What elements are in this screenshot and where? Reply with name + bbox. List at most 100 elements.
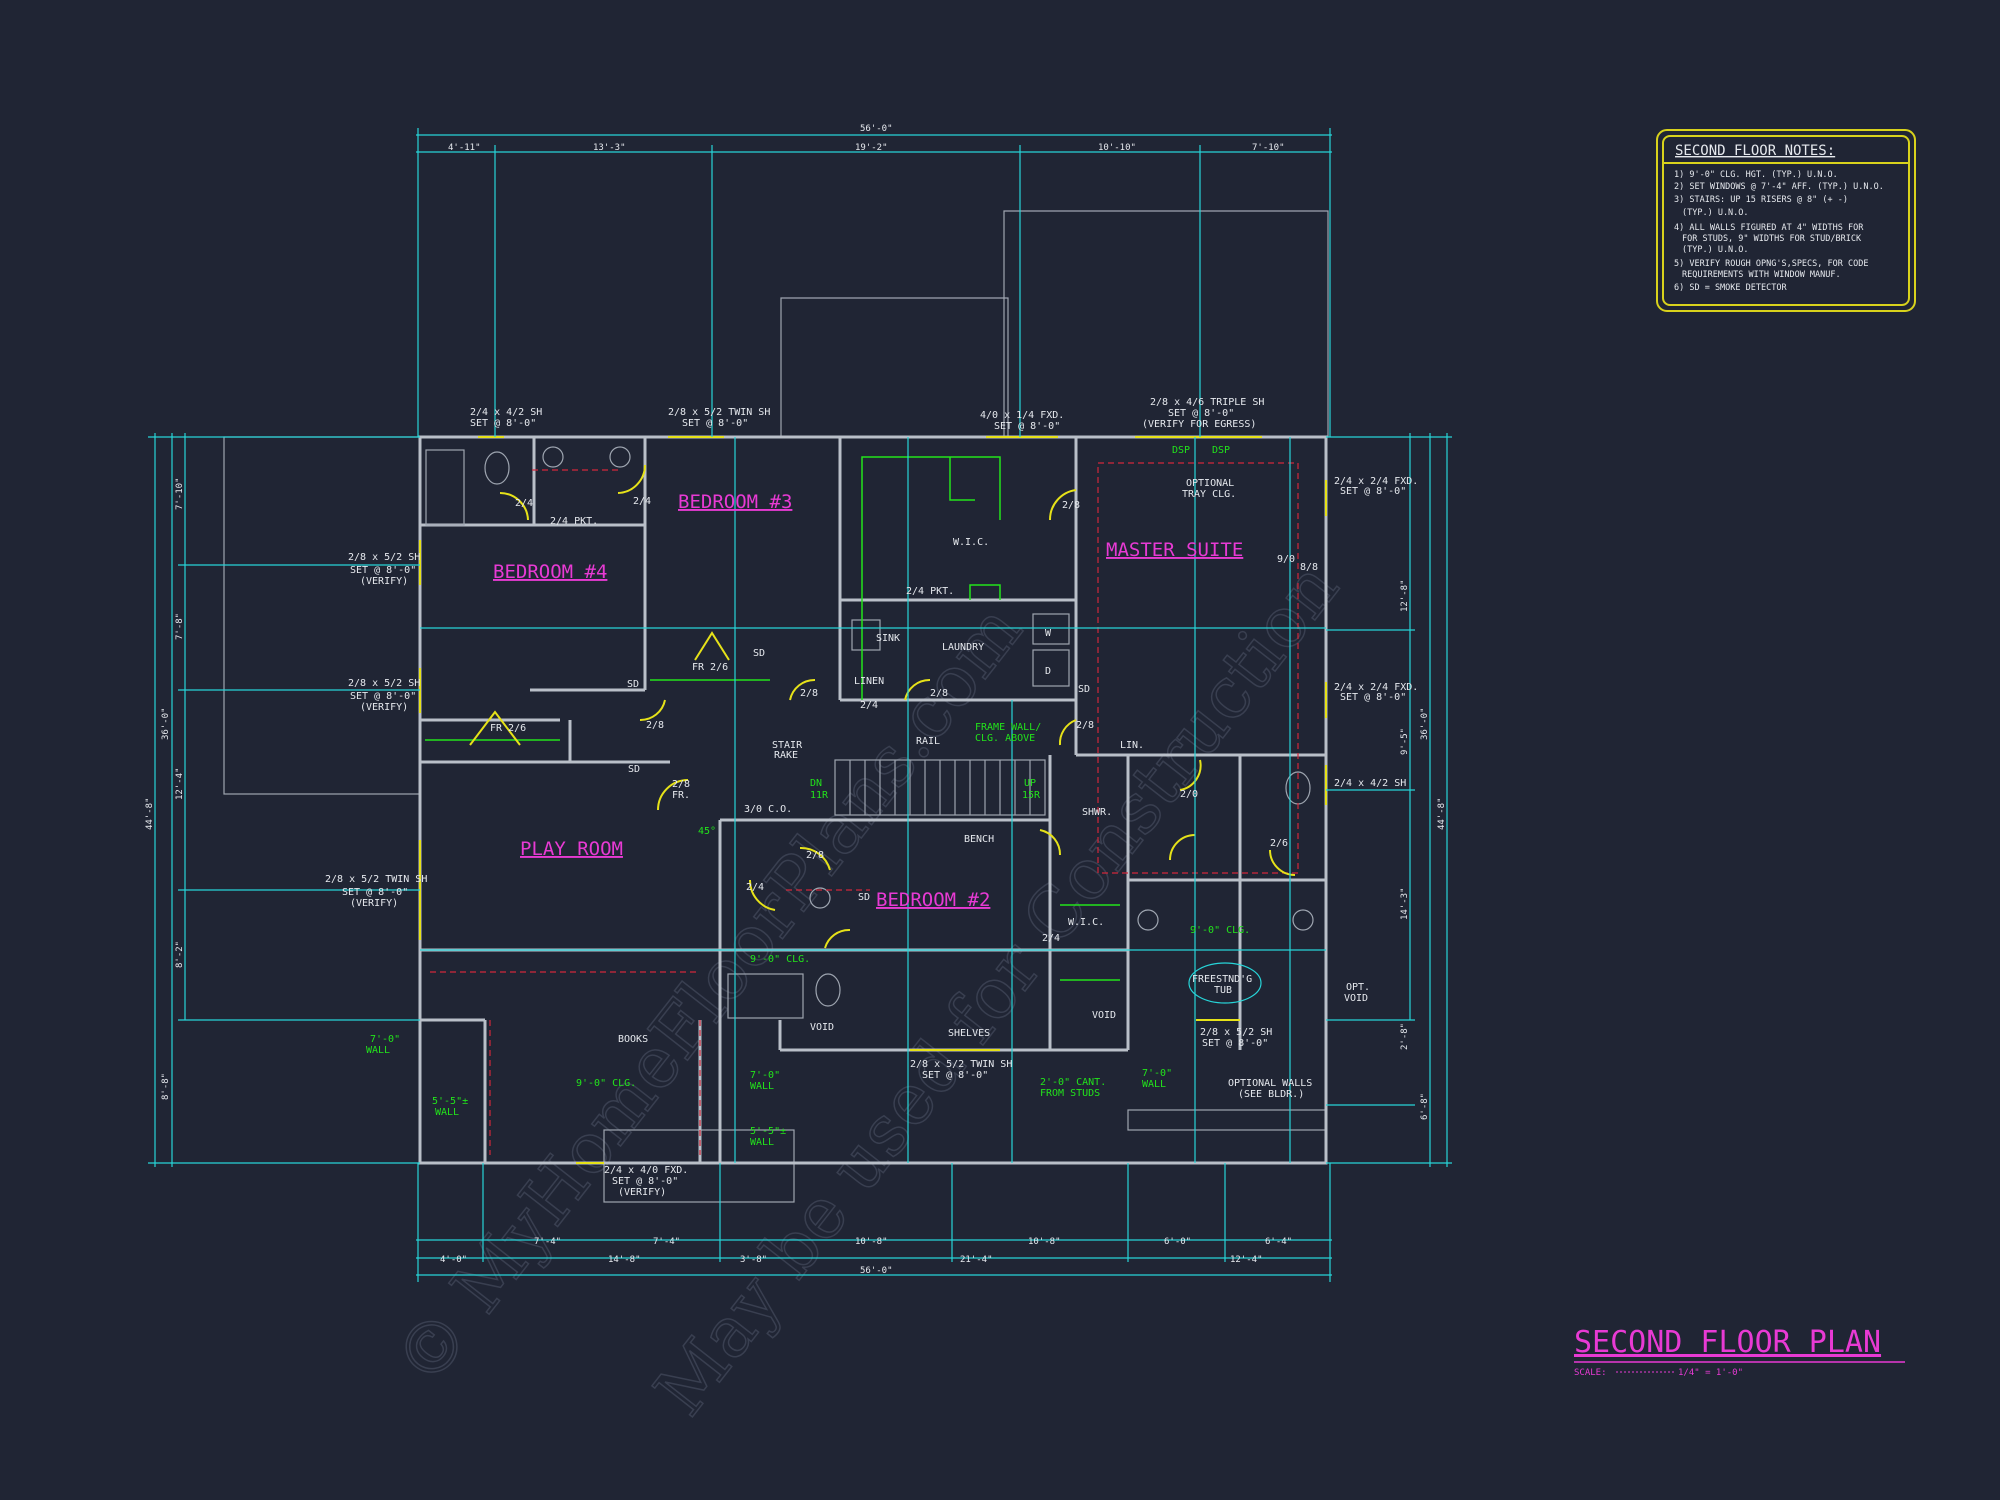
svg-text:6'-0": 6'-0"	[1164, 1237, 1191, 1247]
svg-text:9'-5": 9'-5"	[1400, 728, 1410, 755]
svg-text:(VERIFY): (VERIFY)	[618, 1187, 666, 1198]
drawing-title: SECOND FLOOR PLAN SCALE: 1/4" = 1'-0"	[1574, 1325, 1905, 1378]
svg-text:DSP: DSP	[1212, 445, 1230, 456]
svg-text:SHWR.: SHWR.	[1082, 807, 1112, 818]
svg-text:14'-8": 14'-8"	[608, 1255, 641, 1265]
svg-text:LAUNDRY: LAUNDRY	[942, 642, 984, 653]
svg-text:12'-8": 12'-8"	[1400, 579, 1410, 612]
svg-text:TRAY CLG.: TRAY CLG.	[1182, 489, 1236, 500]
svg-text:9'-0" CLG.: 9'-0" CLG.	[1190, 925, 1250, 936]
svg-text:6'-4": 6'-4"	[1265, 1237, 1292, 1247]
svg-text:9'-0" CLG.: 9'-0" CLG.	[750, 954, 810, 965]
notes-item: (TYP.) U.N.O.	[1682, 208, 1749, 218]
svg-text:4'-0": 4'-0"	[440, 1255, 467, 1265]
svg-text:7'-10": 7'-10"	[175, 477, 185, 510]
dimension-text: 56'-0" 4'-11" 13'-3" 19'-2" 10'-10" 7'-1…	[145, 124, 1447, 1276]
svg-text:RAIL: RAIL	[916, 736, 940, 747]
svg-text:BENCH: BENCH	[964, 834, 994, 845]
svg-text:4'-11": 4'-11"	[448, 143, 481, 153]
svg-text:FR.: FR.	[672, 790, 690, 801]
svg-text:45°: 45°	[698, 826, 716, 837]
svg-text:2/8 x 5/2 SH: 2/8 x 5/2 SH	[348, 678, 420, 689]
svg-text:2/8: 2/8	[806, 850, 824, 861]
svg-text:7'-4": 7'-4"	[653, 1237, 680, 1247]
svg-text:3/0 C.O.: 3/0 C.O.	[744, 804, 792, 815]
notes-item: 3) STAIRS: UP 15 RISERS @ 8" (+ -)	[1674, 195, 1848, 205]
room-bedroom3: BEDROOM #3	[678, 491, 792, 513]
svg-text:(SEE BLDR.): (SEE BLDR.)	[1238, 1089, 1304, 1100]
svg-text:(VERIFY): (VERIFY)	[360, 702, 408, 713]
svg-text:7'-8": 7'-8"	[175, 613, 185, 640]
staircase	[834, 759, 1046, 816]
svg-text:10'-10": 10'-10"	[1098, 143, 1136, 153]
svg-text:SD: SD	[627, 679, 639, 690]
svg-text:SINK: SINK	[876, 633, 900, 644]
svg-text:WALL: WALL	[1142, 1079, 1166, 1090]
svg-text:56'-0": 56'-0"	[860, 1266, 893, 1276]
svg-text:2/4: 2/4	[860, 700, 878, 711]
svg-text:FRAME WALL/: FRAME WALL/	[975, 722, 1041, 733]
svg-text:SD: SD	[1078, 684, 1090, 695]
room-playroom: PLAY ROOM	[520, 838, 623, 860]
svg-text:(VERIFY): (VERIFY)	[360, 576, 408, 587]
svg-text:5'-5"±: 5'-5"±	[432, 1096, 468, 1107]
svg-text:WALL: WALL	[435, 1107, 459, 1118]
svg-text:2'-0" CANT.: 2'-0" CANT.	[1040, 1077, 1106, 1088]
svg-text:BOOKS: BOOKS	[618, 1034, 648, 1045]
notes-item: 4) ALL WALLS FIGURED AT 4" WIDTHS FOR	[1674, 223, 1864, 233]
notes-item: REQUIREMENTS WITH WINDOW MANUF.	[1682, 270, 1841, 280]
scale-label: SCALE:	[1574, 1368, 1607, 1378]
svg-text:2/8: 2/8	[1076, 720, 1094, 731]
svg-text:2/0: 2/0	[1180, 789, 1198, 800]
svg-text:CLG. ABOVE: CLG. ABOVE	[975, 733, 1035, 744]
svg-text:2/4 x 2/4 FXD.: 2/4 x 2/4 FXD.	[1334, 682, 1418, 693]
fixtures	[425, 446, 1314, 1019]
svg-text:2'-8": 2'-8"	[1400, 1023, 1410, 1050]
svg-text:STAIR: STAIR	[772, 740, 803, 751]
svg-text:VOID: VOID	[810, 1022, 834, 1033]
svg-text:WALL: WALL	[366, 1045, 390, 1056]
svg-text:TUB: TUB	[1214, 985, 1232, 996]
svg-text:2/8 x 5/2 SH: 2/8 x 5/2 SH	[348, 552, 420, 563]
notes-item: (TYP.) U.N.O.	[1682, 245, 1749, 255]
optional-dashed	[430, 462, 1299, 1155]
svg-text:9/0: 9/0	[1277, 554, 1295, 565]
notes-heading: SECOND FLOOR NOTES:	[1675, 143, 1835, 159]
svg-text:W.I.C.: W.I.C.	[1068, 917, 1104, 928]
door-swings	[469, 464, 1296, 949]
svg-text:2/4 x 4/2 SH: 2/4 x 4/2 SH	[470, 407, 542, 418]
svg-text:2/4: 2/4	[515, 498, 533, 509]
svg-text:DSP: DSP	[1172, 445, 1190, 456]
svg-text:2/4 x 4/2 SH: 2/4 x 4/2 SH	[1334, 778, 1406, 789]
scale-value: 1/4" = 1'-0"	[1678, 1368, 1743, 1378]
svg-text:FR 2/6: FR 2/6	[490, 723, 526, 734]
svg-text:7'-4": 7'-4"	[534, 1237, 561, 1247]
svg-text:SHELVES: SHELVES	[948, 1028, 990, 1039]
second-floor-notes: SECOND FLOOR NOTES: 1) 9'-0" CLG. HGT. (…	[1656, 129, 1916, 312]
notes-item: FOR STUDS, 9" WIDTHS FOR STUD/BRICK	[1682, 234, 1862, 244]
svg-text:2/8 x 5/2 TWIN SH: 2/8 x 5/2 TWIN SH	[910, 1059, 1012, 1070]
svg-text:SET @ 8'-0": SET @ 8'-0"	[682, 418, 748, 429]
svg-text:SET @ 8'-0": SET @ 8'-0"	[350, 565, 416, 576]
svg-text:36'-0": 36'-0"	[161, 707, 171, 740]
room-master: MASTER SUITE	[1106, 539, 1243, 561]
svg-text:2/4: 2/4	[633, 496, 651, 507]
svg-text:10'-8": 10'-8"	[1028, 1237, 1061, 1247]
svg-text:2/8 x 5/2 TWIN SH: 2/8 x 5/2 TWIN SH	[668, 407, 770, 418]
svg-text:13'-3": 13'-3"	[593, 143, 626, 153]
svg-text:D: D	[1045, 666, 1051, 677]
plan-title: SECOND FLOOR PLAN	[1574, 1325, 1881, 1360]
svg-text:2/8: 2/8	[646, 720, 664, 731]
svg-text:W.I.C.: W.I.C.	[953, 537, 989, 548]
svg-text:4/0 x 1/4 FXD.: 4/0 x 1/4 FXD.	[980, 410, 1064, 421]
svg-text:2/4: 2/4	[746, 882, 764, 893]
svg-text:7'-0": 7'-0"	[750, 1070, 780, 1081]
svg-text:2/8 x 5/2 TWIN SH: 2/8 x 5/2 TWIN SH	[325, 874, 427, 885]
notes-item: 6) SD = SMOKE DETECTOR	[1674, 283, 1787, 293]
svg-text:OPT.: OPT.	[1346, 982, 1370, 993]
svg-text:8'-8": 8'-8"	[161, 1073, 171, 1100]
svg-text:VOID: VOID	[1092, 1010, 1116, 1021]
svg-text:SET @ 8'-0": SET @ 8'-0"	[994, 421, 1060, 432]
svg-text:VOID: VOID	[1344, 993, 1368, 1004]
